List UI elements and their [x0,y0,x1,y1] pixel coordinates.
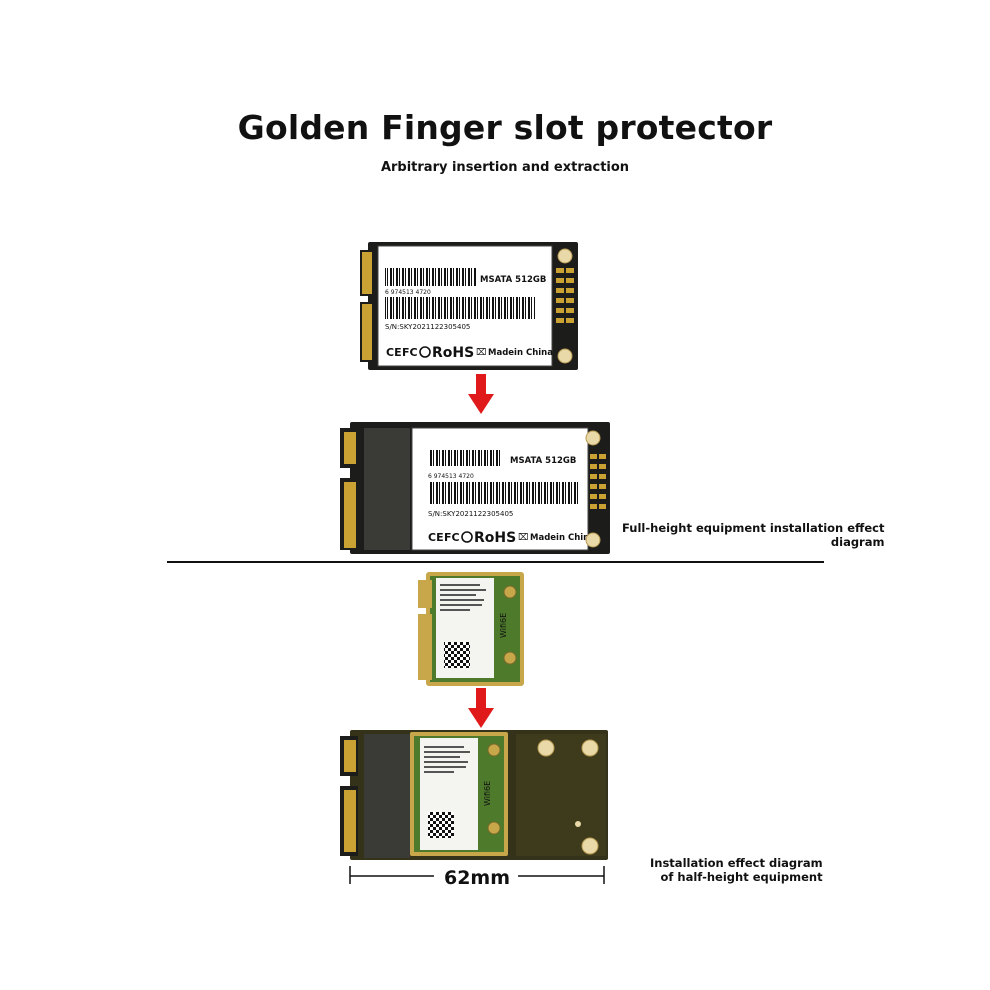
barcode-1 [385,268,477,286]
adapter-via [575,821,581,827]
msata-serial: S/N:SKY2021122305405 [385,323,470,331]
caption-full-height: Full-height equipment installation effec… [622,521,885,549]
msata-card: MSATA 512GB 6 974513 4720 S/N:SKY2021122… [360,242,578,370]
svg-text:CE: CE [428,531,444,544]
caption-half-height: Installation effect diagram of half-heig… [650,856,823,884]
full-height-adapter: MSATA 512GB 6 974513 4720 S/N:SKY2021122… [340,422,610,554]
qr-code [444,642,470,668]
weee-icon: ⌧ [476,348,486,358]
msata-barcode-number: 6 974513 4720 [385,289,431,296]
adapter-gold-fingers [344,740,356,852]
installed-msata-model: MSATA 512GB [510,456,576,466]
dimension-line: 62mm [349,866,605,889]
adapter-screw-bottom-right [581,837,599,855]
adapter-screw-top [585,430,601,446]
rohs-mark: RoHS [432,345,474,361]
svg-text:Madein China: Madein China [530,533,595,543]
section-divider [167,561,824,563]
antenna-connector-1 [503,585,517,599]
barcode-2 [385,297,535,319]
installed-wifi-text: Wifi6E [483,781,492,806]
svg-text:RoHS: RoHS [474,530,516,546]
wifi-label-text: Wifi6E [499,613,508,638]
adapter-pin-header [590,454,606,509]
fc-mark: FC [402,346,418,359]
recycle-icon [461,531,473,543]
adapter-screw-top-left [537,739,555,757]
insert-arrow-icon [468,374,494,414]
msata-made-in: Madein China [488,348,553,358]
qr-code [428,812,454,838]
gold-fingers [362,252,372,360]
ce-mark: CE [386,346,402,359]
antenna-connector-2 [503,651,517,665]
recycle-icon [419,346,431,358]
weee-icon: ⌧ [518,533,528,543]
page-subtitle: Arbitrary insertion and extraction [380,160,630,175]
mpcie-socket [364,734,410,858]
mpcie-socket [364,428,410,550]
dimension-label: 62mm [444,867,510,889]
svg-text:FC: FC [444,531,460,544]
adapter-screw-top-right [581,739,599,757]
page-title: Golden Finger slot protector [237,108,773,147]
wifi-card: Wifi6E [418,572,524,686]
msata-model: MSATA 512GB [480,275,546,285]
insert-arrow-icon [468,688,494,728]
adapter-gold-fingers [344,432,356,548]
pin-header [556,268,574,323]
half-height-adapter: Wifi6E [340,730,608,860]
svg-text:6 974513 4720: 6 974513 4720 [428,473,474,480]
adapter-screw-bottom [585,532,601,548]
mount-hole-top [557,248,573,264]
installed-msata-serial: S/N:SKY2021122305405 [428,510,513,518]
mount-hole-bottom [557,348,573,364]
